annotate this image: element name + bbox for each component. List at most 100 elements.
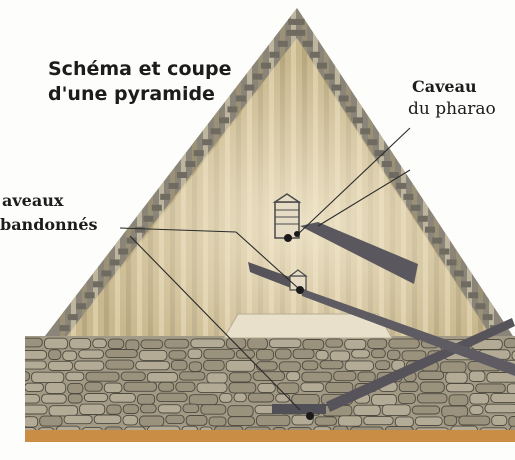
ground-stone [48,361,72,370]
ground-stone [19,395,39,404]
pyramid-step [418,216,428,222]
ground-stone [169,351,186,360]
ground-stone [197,383,227,393]
dot-queen-chamber [296,286,304,294]
ground-stone [17,405,47,414]
pyramid-step [135,227,145,233]
pyramid-step [447,259,457,265]
ground-stone [326,339,343,347]
ground-stone [204,349,235,359]
ground-stone [476,384,506,393]
pyramid-step [278,41,288,47]
ground-stone [485,404,515,413]
ground-stone [171,360,187,370]
ground-stone [84,394,107,402]
pyramid-step [202,139,212,145]
ground-stone [106,360,134,369]
pyramid-step [425,227,435,233]
ground-stone [302,372,332,382]
pyramid-step [59,325,69,331]
pyramid-step [76,303,86,309]
ground-stone [334,371,356,380]
ground-stone [364,416,394,424]
pyramid-step [211,128,221,134]
ground-stone [257,415,290,426]
ground-stone [389,339,419,348]
ground-stone [279,362,300,372]
pyramid-step [360,128,370,134]
ground-stone [157,393,188,401]
ground-stone [68,394,82,403]
pyramid-step [303,41,313,47]
ground-stone [220,393,232,402]
ground-stone [123,405,138,414]
core-stripe [60,0,65,340]
ground-stone [186,416,207,426]
ground-stone [292,394,320,405]
ground-stone [75,361,104,370]
pyramid-step [236,95,246,101]
core-stripe [478,0,483,340]
ground-stone [16,361,46,369]
pyramid-step [194,150,204,156]
pyramid-step [177,172,187,178]
pyramid-body [45,0,513,340]
ground-stone [66,372,84,380]
ground-stone [40,416,62,426]
ground-stone [415,417,442,426]
ground-stone [121,372,145,380]
ground-stone [293,349,314,358]
ground-stone [209,417,226,426]
ground-stone [303,340,324,350]
ground-stone [183,404,199,413]
ground-stone [504,339,515,348]
core-stripe [467,0,472,340]
ground-stone [124,382,157,391]
ground-stone [446,384,473,392]
ground-stone [70,339,91,349]
ground-stone [507,384,515,394]
ground-stone [253,372,285,381]
ground-stone [372,349,386,358]
pyramid-step [160,194,170,200]
ground-stone [470,394,489,405]
ground-stone [372,395,397,406]
ground-stone [258,384,276,393]
label-abandoned-line-1: aveaux [2,191,64,210]
pyramid-step [288,19,298,25]
pyramid-step [331,85,341,91]
ground-stone [287,372,300,381]
pyramid-step [269,52,279,58]
ground-stone [159,382,174,391]
dot-king-chamber [284,234,292,242]
pyramid-step [152,205,162,211]
pyramid-step [295,30,305,36]
ground-stone [20,351,47,360]
pyramid-step [93,281,103,287]
pyramid-step [68,314,78,320]
ground-stone [358,372,375,382]
ground-stone [104,383,122,393]
label-king-chamber-line-1: Caveau [412,77,477,96]
sand-strip [25,430,515,442]
ground-stone [147,373,177,383]
ground-stone [141,404,157,413]
ground-stone [234,393,246,402]
pyramid-step [169,183,179,189]
ground-stone [345,339,366,349]
pyramid-step [324,74,334,80]
ground-stone [86,372,119,381]
ground-stone [229,373,251,382]
ground-stone [107,405,122,414]
pyramid-step [353,117,363,123]
ground-stone [207,373,227,383]
ground-stone [492,416,507,426]
core-stripe [489,0,494,340]
ground-stone [382,405,410,416]
ground-stone [18,338,42,347]
king-chamber [275,194,299,238]
ground-stone [140,416,164,426]
ground-stone [376,361,390,370]
ground-stone [248,338,268,349]
